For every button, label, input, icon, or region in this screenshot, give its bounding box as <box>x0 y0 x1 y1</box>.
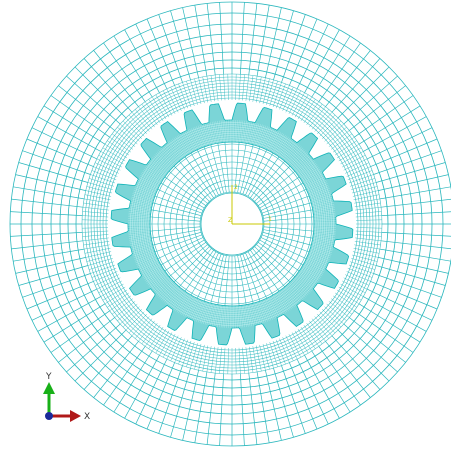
x-axis-arrowhead-icon <box>70 410 81 422</box>
csys-axis-2-label: 2 <box>234 184 238 191</box>
csys-axis-1-label: 1 <box>268 216 272 223</box>
z-axis-origin-icon <box>45 412 53 420</box>
local-csys-icon: 2 1 Z <box>228 184 272 225</box>
global-axes-triad-icon: Y X <box>43 372 90 422</box>
y-axis-arrowhead-icon <box>43 382 55 394</box>
y-axis-label: Y <box>45 372 52 382</box>
transition-region-mesh <box>81 73 383 375</box>
gear-fine-mesh <box>127 119 337 329</box>
csys-origin-label: Z <box>228 217 232 224</box>
outer-region-mesh <box>9 1 451 447</box>
x-axis-label: X <box>84 412 90 422</box>
